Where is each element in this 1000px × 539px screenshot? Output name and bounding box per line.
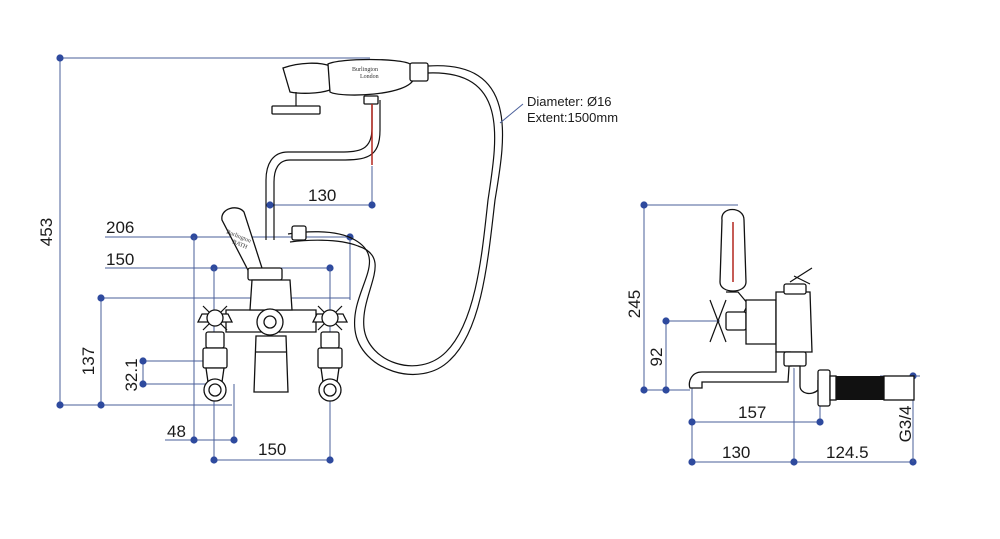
handset-brand-line2: London	[360, 74, 379, 80]
right-cross-tap	[311, 305, 349, 402]
shower-hose	[287, 65, 504, 375]
dim-total-height: 453	[37, 218, 56, 246]
dim-side-base-right: 124.5	[826, 443, 869, 462]
tap-body	[225, 279, 317, 393]
dim-handle-width: 206	[106, 218, 134, 237]
front-view: Burlington London Burlington BATH	[196, 58, 504, 402]
front-dimensions: 453 137 32.1 206 150 48	[37, 54, 376, 464]
dim-tap-centres-top: 150	[106, 250, 134, 269]
hose-note: Diameter: Ø16 Extent:1500mm	[499, 94, 618, 125]
dim-outlet-height: 32.1	[122, 358, 141, 391]
diverter-handle: Burlington BATH	[221, 207, 307, 281]
dim-handset-offset: 130	[308, 186, 336, 205]
shower-handset: Burlington London	[271, 58, 429, 165]
handle-brand-line2: BATH	[231, 239, 248, 251]
hose-extent: Extent:1500mm	[527, 110, 618, 125]
side-lever-handle	[719, 208, 749, 313]
dim-side-height: 245	[625, 290, 644, 318]
dim-leg-width: 48	[167, 422, 186, 441]
handset-brand-line1: Burlington	[352, 67, 378, 73]
side-body	[688, 267, 837, 407]
dim-side-spout-reach: 157	[738, 403, 766, 422]
hose-diameter: Diameter: Ø16	[527, 94, 612, 109]
dim-tap-centres-bottom: 150	[258, 440, 286, 459]
side-view	[688, 208, 915, 407]
dim-body-height: 137	[79, 347, 98, 375]
dim-thread: G3/4	[896, 406, 915, 443]
side-threaded-tail	[836, 375, 915, 401]
dim-side-spout-height: 92	[647, 348, 666, 367]
dim-side-base-left: 130	[722, 443, 750, 462]
left-cross-tap	[196, 305, 234, 402]
